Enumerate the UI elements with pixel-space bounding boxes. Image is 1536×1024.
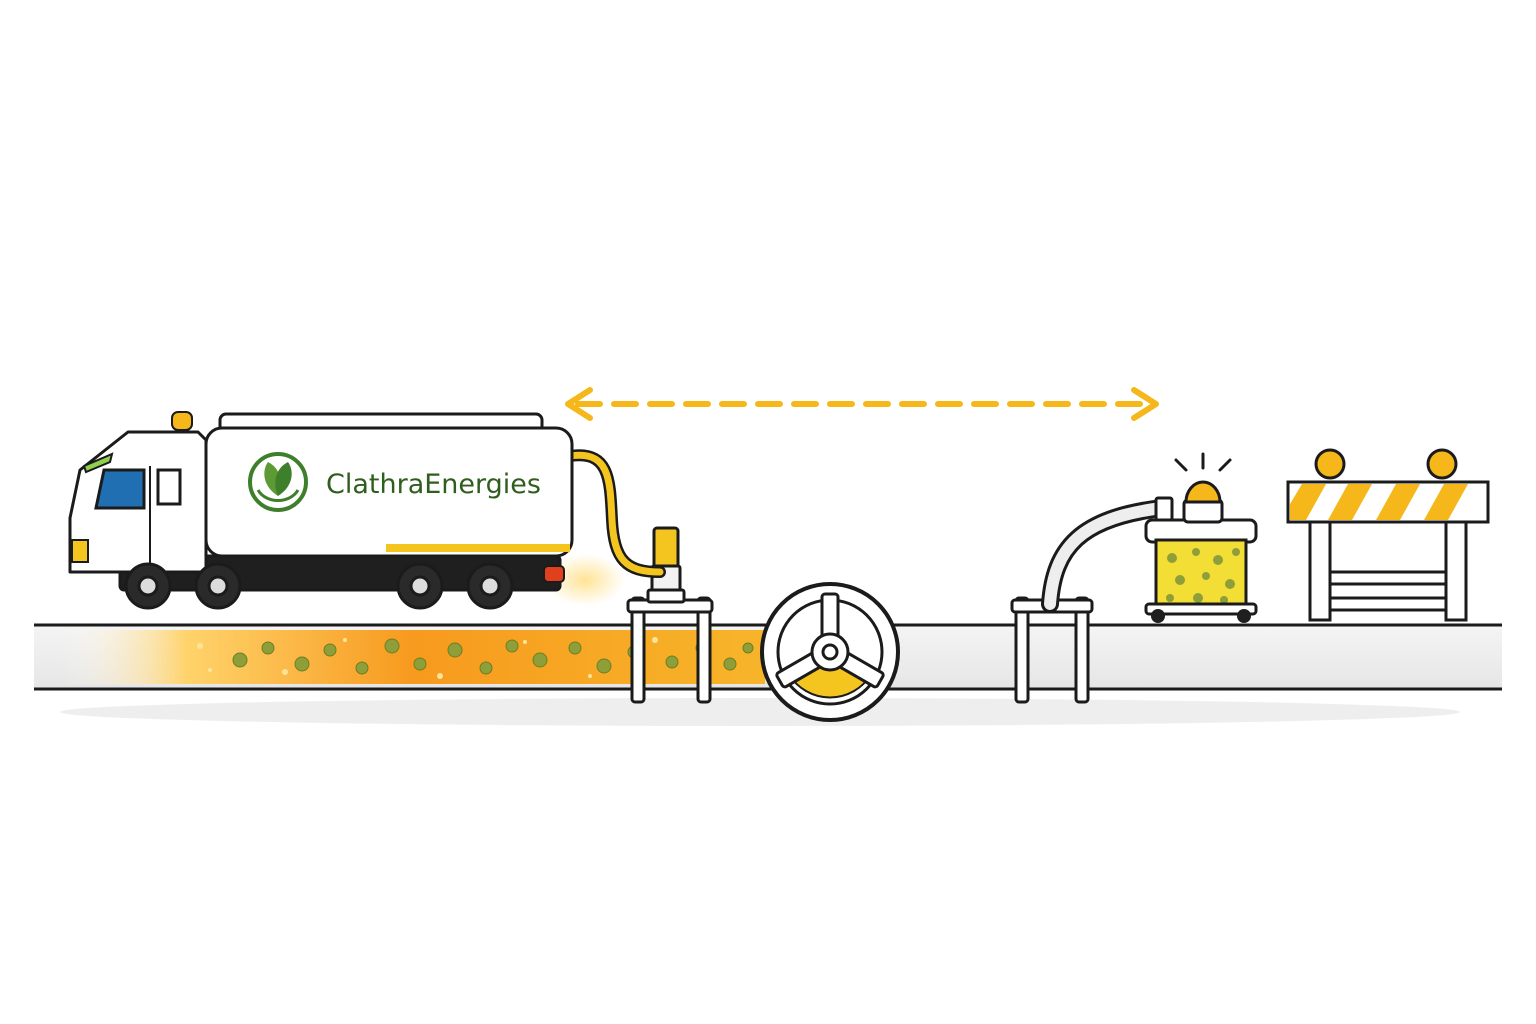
tanker-truck: ClathraEnergies — [68, 411, 574, 610]
truck-hose — [564, 449, 666, 578]
leaf-logo-icon — [248, 452, 308, 512]
receiving-cart — [1144, 518, 1258, 623]
injection-port — [646, 526, 686, 604]
brand-name: ClathraEnergies — [326, 469, 541, 500]
pipe-support-left — [626, 596, 714, 704]
outlet-riser-pipe — [1041, 496, 1174, 613]
ground-shadow — [60, 698, 1460, 726]
hydrate-flow — [60, 630, 765, 684]
double-headed-arrow-icon — [565, 387, 1159, 421]
cab-window — [94, 468, 146, 510]
flow-sparkles — [197, 637, 658, 679]
valve-wheel-icon — [760, 582, 900, 722]
road-barrier-icon — [1286, 448, 1490, 622]
truck-wheels — [124, 562, 514, 610]
warning-beacon-icon — [1174, 452, 1232, 524]
exhaust-glow — [545, 554, 625, 606]
